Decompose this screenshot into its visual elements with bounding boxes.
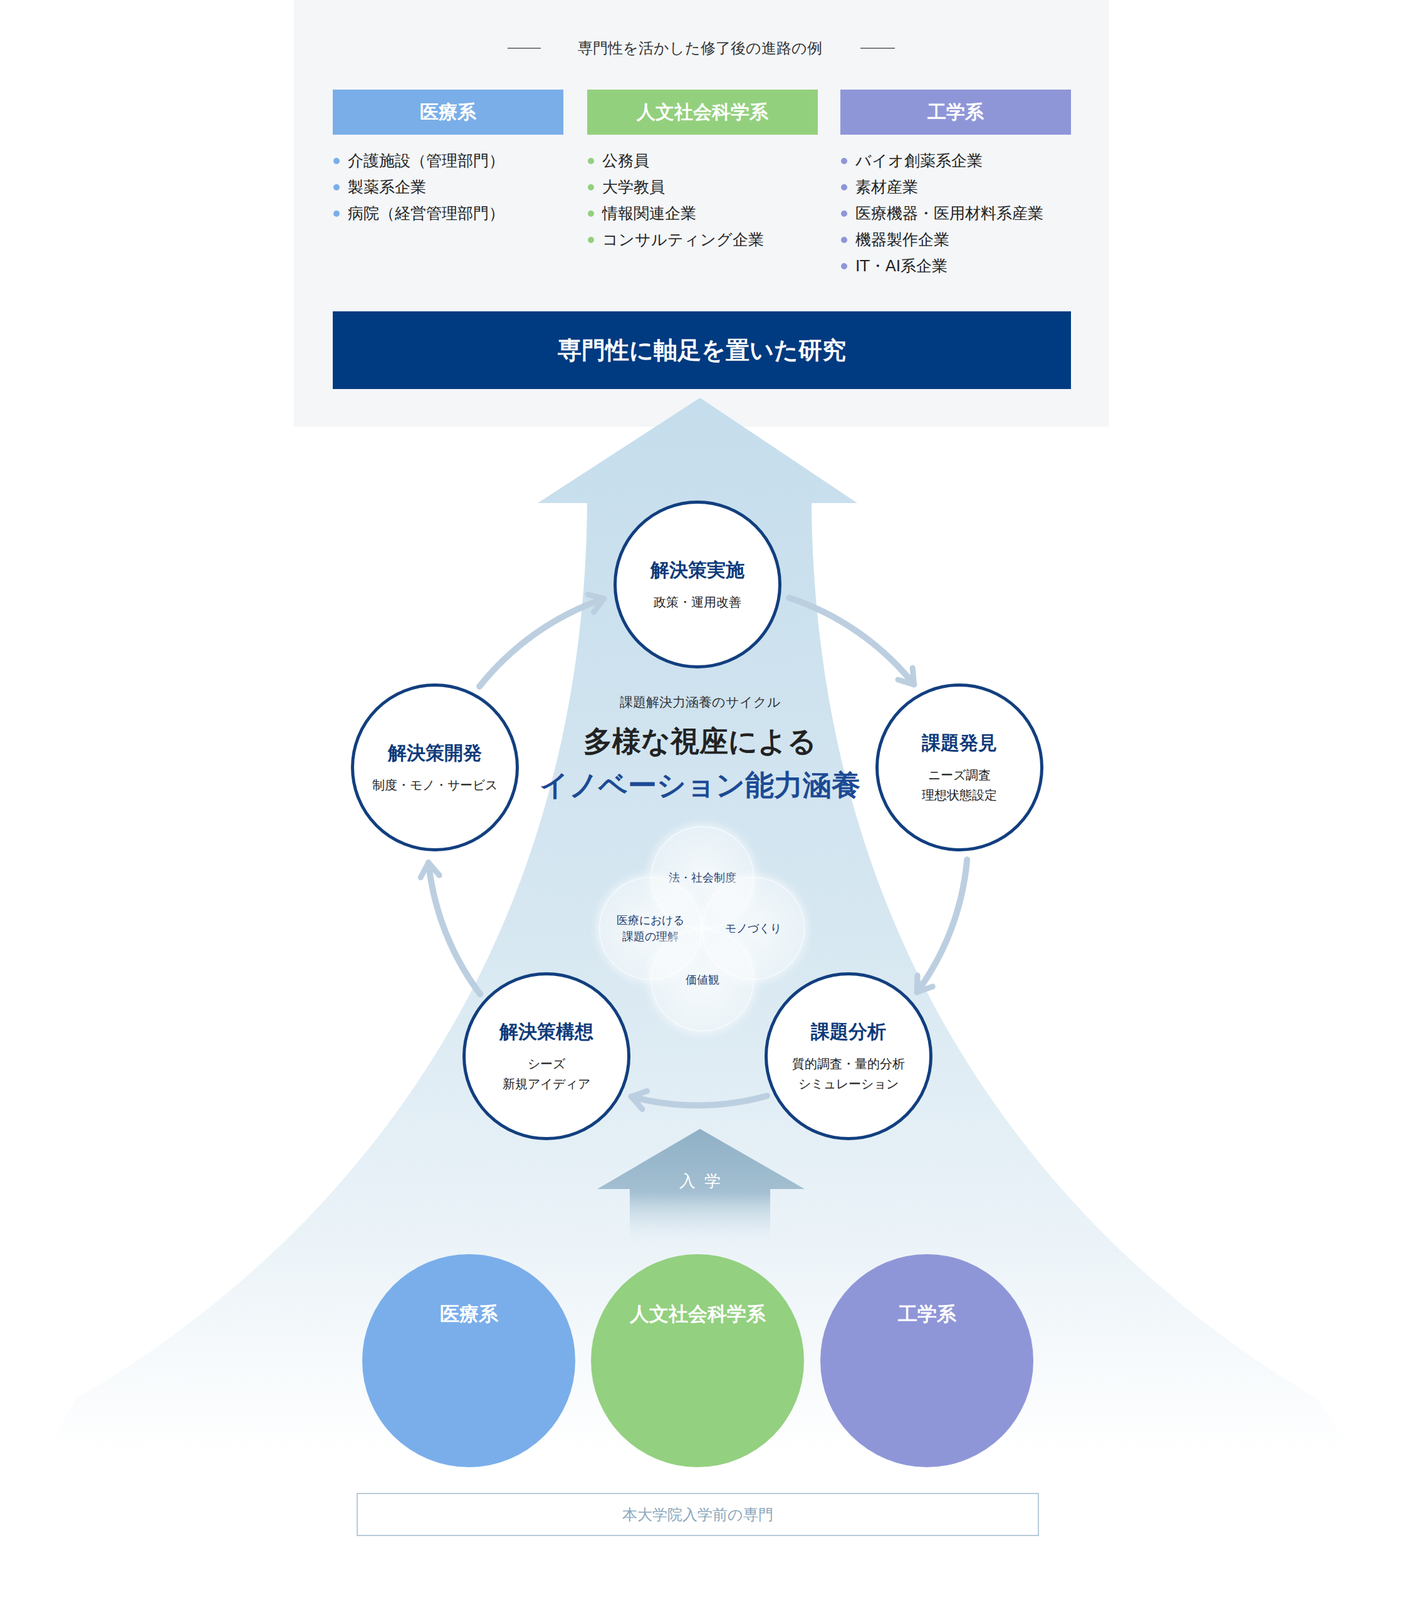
career-column: 工学系バイオ創薬系企業素材産業医療機器・医用材料系産業機器製作企業IT・AI系企…	[840, 89, 1071, 280]
career-item: 製薬系企業	[332, 174, 564, 201]
top-panel	[293, 0, 1109, 427]
cycle-caption: 課題解決力涵養のサイクル	[619, 693, 781, 712]
cycle-circle: 解決策開発制度・モノ・サービス	[350, 683, 519, 852]
node-label: 医療系	[439, 1301, 499, 1328]
cycle-arrow	[428, 862, 481, 995]
career-item: 介護施設（管理部門）	[332, 147, 564, 175]
title-rule	[507, 47, 541, 49]
career-item: 情報関連企業	[587, 200, 818, 227]
node-label: 工学系	[898, 1301, 957, 1328]
column-heading: 医療系	[332, 89, 564, 135]
origin-circle: 人文社会科学系	[590, 1254, 805, 1468]
node-label: 本大学院入学前の専門	[622, 1505, 774, 1526]
step-title: 解決策構想	[499, 1019, 594, 1046]
step-detail: 政策・運用改善	[628, 592, 767, 613]
cycle-arrow	[479, 599, 604, 687]
node-label: 専門性に軸足を置いた研究	[557, 334, 846, 367]
career-item: 素材産業	[840, 174, 1071, 201]
column-heading: 人文社会科学系	[587, 89, 818, 135]
step-title: 課題発見	[921, 730, 998, 757]
career-item: 大学教員	[587, 174, 818, 201]
step-title: 課題分析	[810, 1019, 887, 1046]
step-detail: ニーズ調査 理想状態設定	[909, 765, 1010, 806]
career-item: 機器製作企業	[840, 226, 1071, 254]
origin-circle: 工学系	[820, 1254, 1034, 1468]
origin-circle: 医療系	[362, 1254, 576, 1468]
title-rule	[860, 47, 895, 49]
career-item: コンサルティング企業	[587, 226, 818, 254]
cycle-circle: 解決策構想シーズ 新規アイディア	[462, 972, 631, 1141]
step-detail: 質的調査・量的分析 シミュレーション	[785, 1054, 912, 1095]
origin-box: 本大学院入学前の専門	[356, 1493, 1040, 1537]
step-title: 解決策開発	[387, 740, 482, 767]
center-heading: 多様な視座による	[583, 722, 817, 762]
step-detail: シーズ 新規アイディア	[499, 1054, 594, 1095]
career-item: 病院（経営管理部門）	[332, 200, 564, 227]
enter-label: 入学	[670, 1170, 730, 1193]
cycle-arrow	[916, 859, 967, 993]
step-title: 解決策実施	[650, 557, 745, 584]
cycle-arrow	[788, 597, 914, 685]
cycle-circle: 課題分析質的調査・量的分析 シミュレーション	[764, 972, 933, 1141]
research-band: 専門性に軸足を置いた研究	[332, 311, 1071, 390]
node-label: 人文社会科学系	[629, 1301, 766, 1328]
career-column: 人文社会科学系公務員大学教員情報関連企業コンサルティング企業	[587, 89, 818, 254]
career-column: 医療系介護施設（管理部門）製薬系企業病院（経営管理部門）	[332, 89, 564, 227]
cycle-arrow	[631, 1096, 767, 1106]
career-item: 公務員	[587, 147, 818, 175]
enter-arrow	[597, 1129, 805, 1244]
career-item: 医療機器・医用材料系産業	[840, 200, 1071, 227]
cycle-circle: 解決策実施政策・運用改善	[613, 500, 782, 669]
career-item: バイオ創薬系企業	[840, 147, 1071, 175]
career-item: IT・AI系企業	[840, 253, 1071, 280]
cycle-circle: 課題発見ニーズ調査 理想状態設定	[875, 683, 1044, 852]
step-detail: 制度・モノ・サービス	[362, 775, 507, 796]
column-heading: 工学系	[840, 89, 1071, 135]
section-title: 専門性を活かした修了後の進路の例	[577, 38, 823, 59]
perspective-circle: 価値観	[651, 928, 754, 1032]
center-heading: イノベーション能力涵養	[539, 766, 861, 806]
node-label: 価値観	[658, 971, 747, 989]
